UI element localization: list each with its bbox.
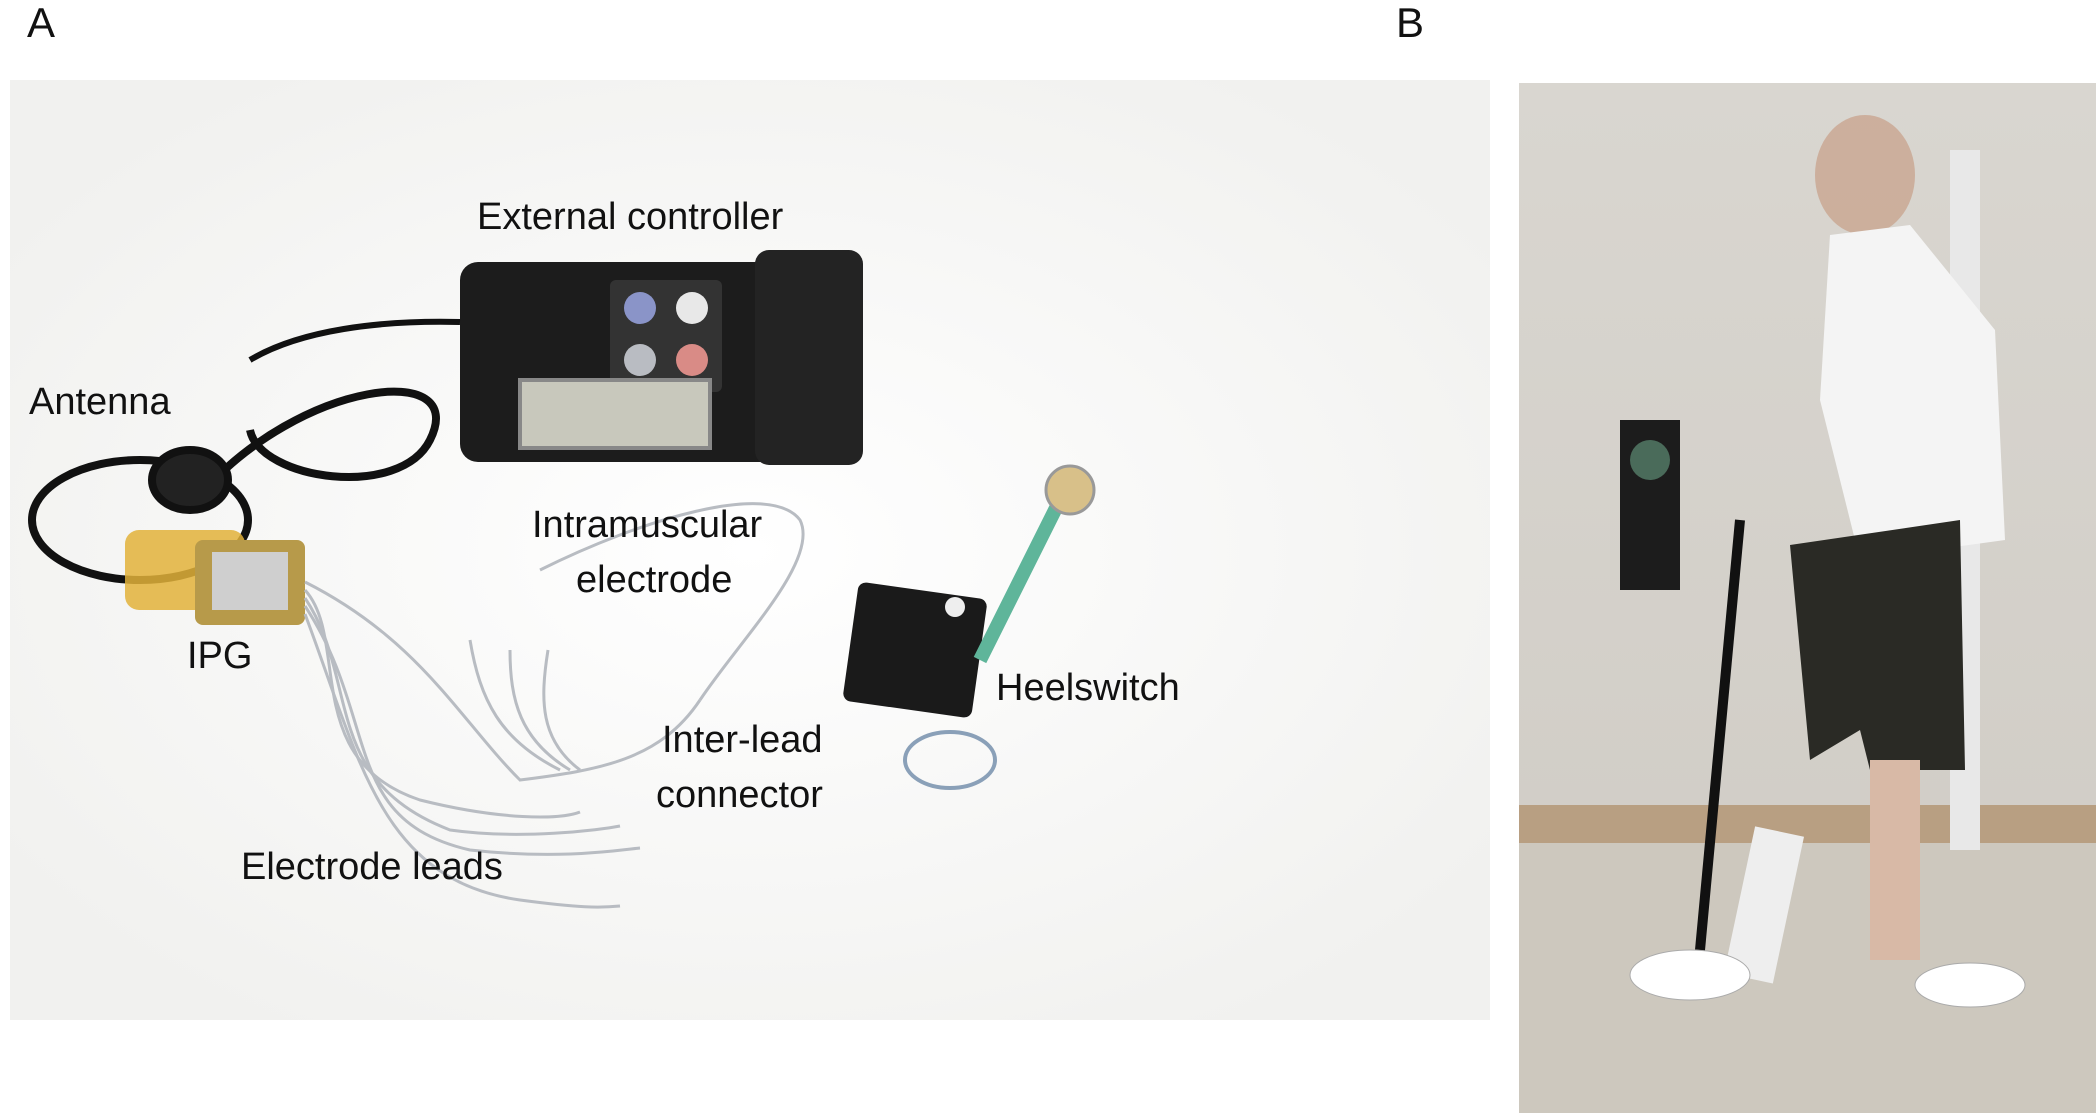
- label-ipg: IPG: [187, 635, 253, 677]
- label-electrode: electrode: [576, 559, 733, 601]
- label-connector: connector: [656, 774, 823, 816]
- heelswitch-device: [843, 464, 1096, 790]
- ipg-device: [125, 530, 305, 625]
- label-electrode-leads: Electrode leads: [241, 846, 503, 888]
- label-intramuscular: Intramuscular: [532, 504, 763, 546]
- panel-a-photo: [10, 80, 1490, 1020]
- electrode-leads-wires: [303, 502, 805, 909]
- panel-b-photo: [1519, 83, 2096, 1113]
- label-heelswitch: Heelswitch: [996, 667, 1180, 709]
- panel-b-letter: B: [1396, 0, 1425, 46]
- label-antenna: Antenna: [29, 381, 171, 423]
- label-external-controller: External controller: [477, 196, 784, 238]
- external-controller-device: [248, 250, 863, 465]
- label-inter-lead: Inter-lead: [662, 719, 823, 761]
- panel-a-letter: A: [27, 0, 56, 46]
